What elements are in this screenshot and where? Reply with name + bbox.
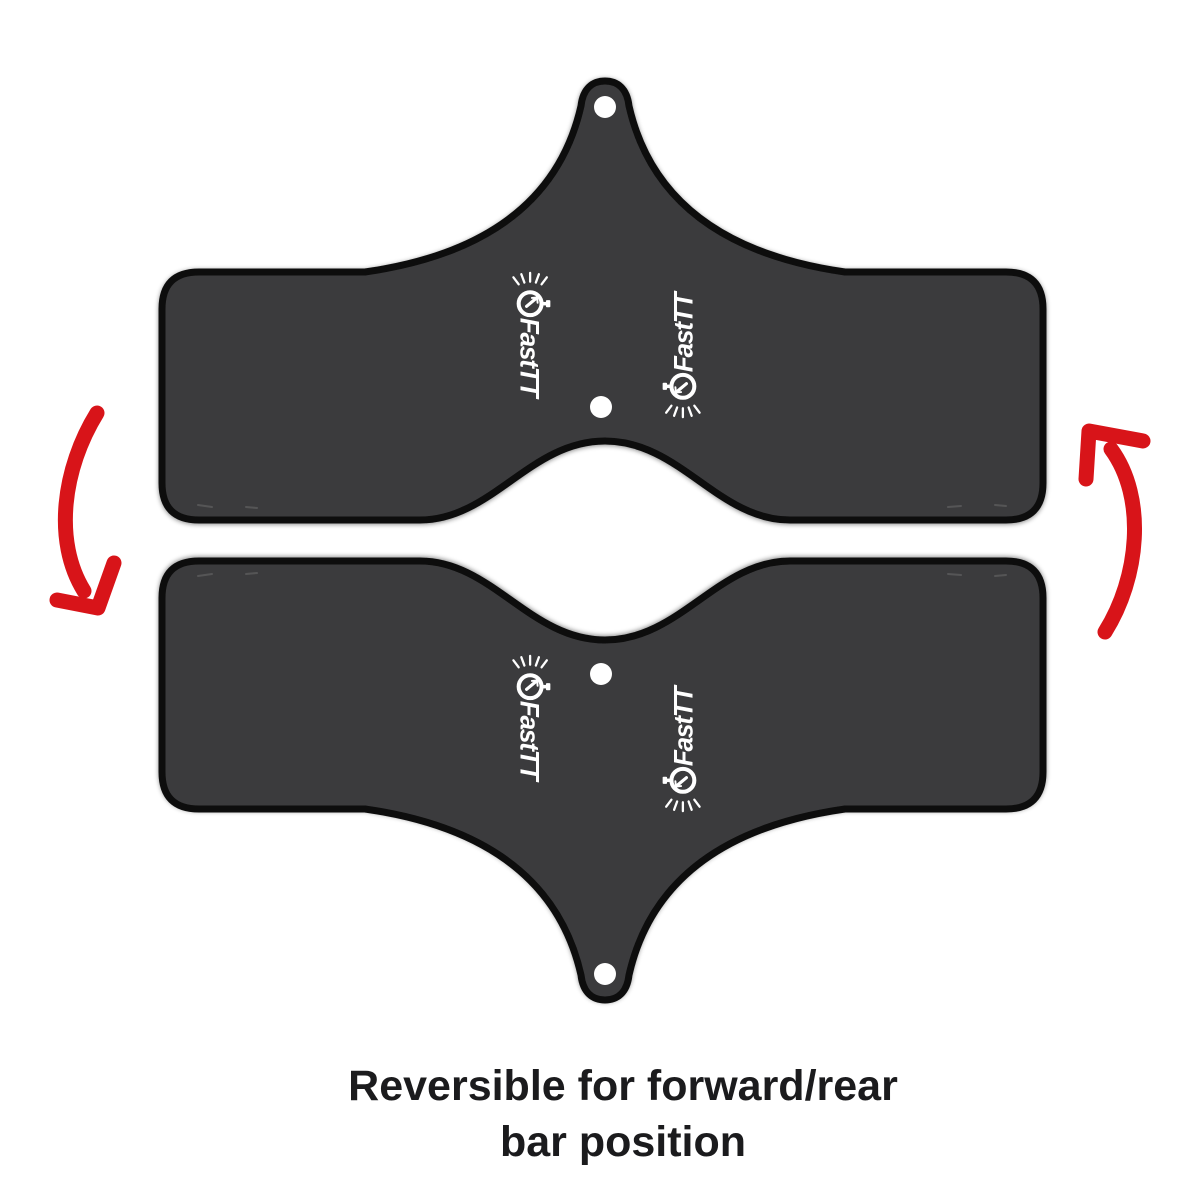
logo-wordmark: FastTT [514,318,544,400]
fasttt-logo: FastTT [663,290,700,417]
caption-line-2: bar position [499,1118,747,1166]
rotate-up-arrow [1078,423,1151,640]
logo-wordmark: FastTT [514,701,544,783]
caption: Reversible for forward/rear bar position [348,1058,898,1170]
logo-wordmark: FastTT [669,290,699,372]
logo-wordmark: FastTT [669,684,699,766]
fasttt-logo: FastTT [513,273,550,400]
fasttt-logo: FastTT [513,656,550,783]
rotate-down-arrow [49,405,122,616]
bottom-plate [162,561,1043,1000]
fasttt-logo: FastTT [663,684,700,811]
caption-line-1: Reversible for forward/rear [348,1062,898,1110]
top-plate [162,81,1043,520]
